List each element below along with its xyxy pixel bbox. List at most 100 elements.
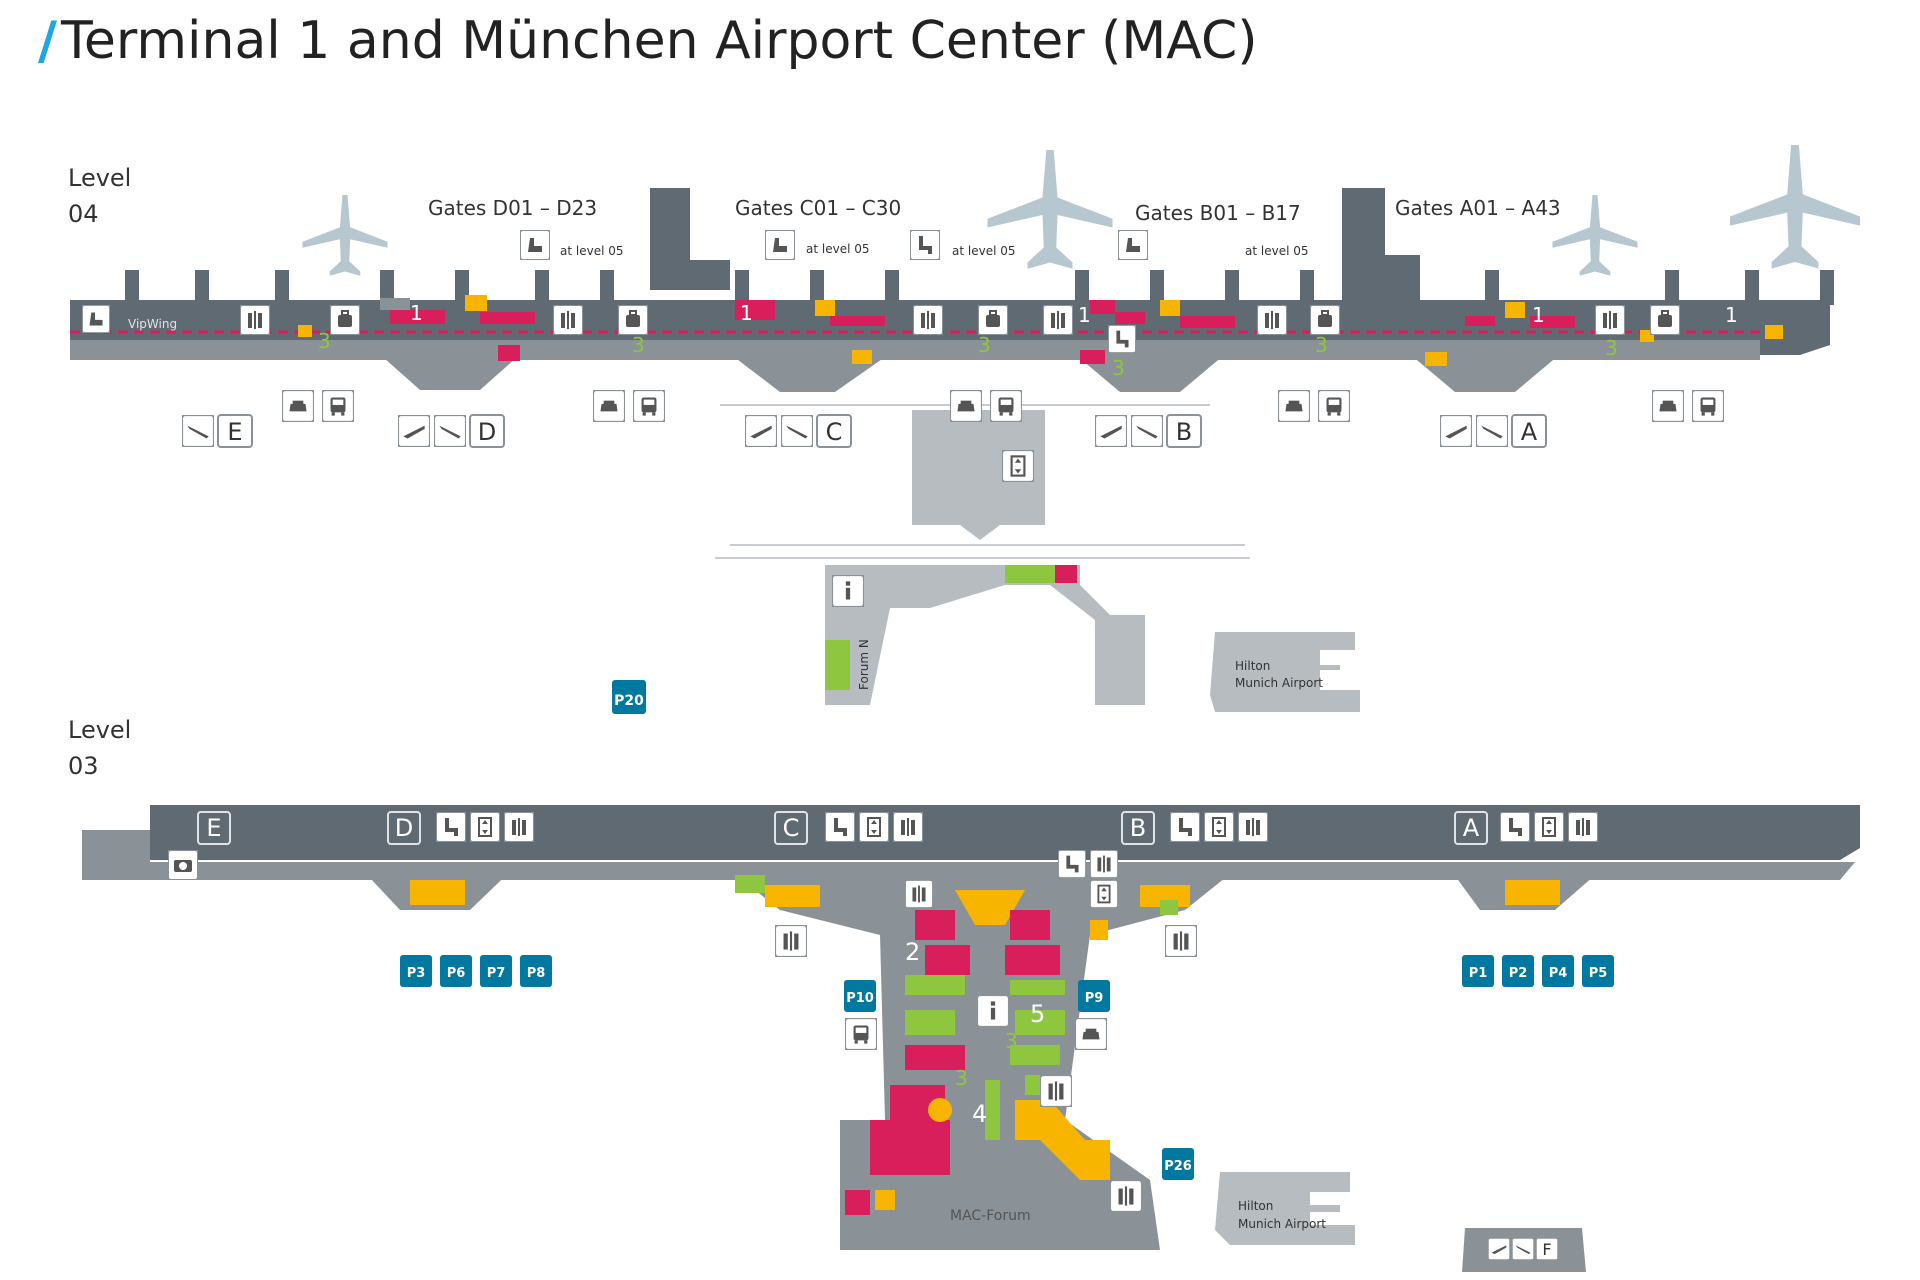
plane-arrival-icon: [434, 415, 466, 447]
bus-icon: [1692, 390, 1724, 422]
module-e-label: E: [227, 418, 242, 446]
at-level-05-label: at level 05: [1245, 244, 1309, 258]
parking-p20-label: P20: [614, 693, 644, 709]
number-label: 1: [1078, 303, 1091, 327]
plane-icon: [302, 195, 388, 276]
parking-label: P4: [1549, 966, 1568, 981]
wheelchair-icon: [436, 812, 466, 842]
parking-label: P8: [527, 966, 546, 981]
plane-arrival-icon: [1131, 415, 1163, 447]
info-icon: [832, 575, 864, 607]
title-slash: /: [38, 11, 57, 71]
luggage-icon: [1650, 305, 1680, 335]
number-label: 4: [972, 1100, 987, 1128]
level-03-map: E D C B A: [82, 805, 1860, 1272]
gates-c-label: Gates C01 – C30: [735, 196, 901, 220]
luggage-icon: [978, 305, 1008, 335]
gates-b-label: Gates B01 – B17: [1135, 201, 1301, 225]
restroom-icon: [1238, 812, 1268, 842]
bus-icon: [1318, 390, 1350, 422]
elevator-icon: [859, 812, 889, 842]
pier-edge: [82, 830, 1855, 880]
restroom-icon: [1568, 812, 1598, 842]
number-label: 2: [905, 938, 920, 966]
bus-icon: [990, 390, 1022, 422]
number-label: 3: [1315, 333, 1328, 357]
module-e-badge: [217, 414, 253, 448]
parking-badge: [440, 955, 472, 987]
parking-badge: [1582, 955, 1614, 987]
forum-n-building: [825, 565, 1145, 705]
number-label: 3: [1605, 336, 1618, 360]
elevator-icon: [1002, 450, 1034, 482]
car-icon: [593, 390, 625, 422]
restroom-icon: [893, 812, 923, 842]
parking-badge: [480, 955, 512, 987]
restroom-icon: [1110, 1180, 1142, 1212]
module-b-badge: [1166, 414, 1202, 448]
central-hub: [912, 410, 1045, 540]
forum-n-label: Forum N: [857, 639, 871, 690]
wheelchair-icon: [825, 812, 855, 842]
pier-level-03: [150, 805, 1860, 860]
number-label: 1: [740, 301, 753, 325]
module-e-label: E: [206, 814, 221, 842]
gates-d-label: Gates D01 – D23: [428, 196, 597, 220]
bus-icon: [633, 390, 665, 422]
wheelchair-icon: [1058, 850, 1086, 878]
number-label: 1: [1725, 303, 1738, 327]
plane-departure-icon: [1488, 1238, 1510, 1260]
parking-p20-badge: [612, 680, 646, 714]
gate-fingers: [125, 188, 1834, 305]
hilton-label: Munich Airport: [1238, 1217, 1326, 1231]
wheelchair-icon: [1500, 812, 1530, 842]
module-f-badge: [1535, 1237, 1559, 1261]
lounge-icon: [1118, 230, 1148, 260]
restroom-icon: [504, 812, 534, 842]
bus-icon: [322, 390, 354, 422]
luggage-icon: [330, 305, 360, 335]
luggage-icon: [618, 305, 648, 335]
wheelchair-icon: [1108, 325, 1136, 353]
number-label: 3: [632, 333, 645, 357]
plane-arrival-icon: [182, 415, 214, 447]
plane-icon: [1552, 195, 1638, 276]
module-c-label: C: [783, 814, 800, 842]
luggage-icon: [1310, 305, 1340, 335]
plane-arrival-icon: [781, 415, 813, 447]
number-label: 3: [1112, 356, 1125, 380]
car-icon: [1278, 390, 1310, 422]
number-label: 3: [955, 1066, 968, 1090]
module-badges-level-03: E D C B A: [197, 811, 1488, 845]
restroom-icon: [775, 925, 807, 957]
lounge-icon: [520, 230, 550, 260]
mac-forum-label: MAC-Forum: [950, 1208, 1031, 1224]
restroom-icon: [553, 305, 583, 335]
module-a-badge: [1511, 414, 1547, 448]
restroom-icon: [913, 305, 943, 335]
info-icon: [977, 995, 1009, 1027]
level-03-label: Level 03: [68, 716, 132, 780]
lounge-icon: [82, 305, 110, 333]
module-d-label: D: [478, 418, 496, 446]
parking-badge: [1502, 955, 1534, 987]
module-f-label: F: [1542, 1240, 1551, 1259]
parking-label: P9: [1085, 991, 1104, 1006]
wheelchair-icon: [910, 230, 940, 260]
number-label: 5: [1030, 1000, 1045, 1028]
shops-level-04: [298, 295, 1783, 366]
restroom-icon: [1595, 305, 1625, 335]
plane-departure-icon: [1440, 415, 1472, 447]
elevator-icon: [1534, 812, 1564, 842]
plane-departure-icon: [745, 415, 777, 447]
plane-departure-icon: [1095, 415, 1127, 447]
restroom-icon: [1043, 305, 1073, 335]
baby-icon: [1090, 850, 1118, 878]
car-icon: [1075, 1018, 1107, 1050]
parking-badge: [844, 980, 876, 1012]
parking-label: P1: [1469, 966, 1488, 981]
elevator-icon: [470, 812, 500, 842]
module-a-label: A: [1463, 814, 1480, 842]
parking-badge: [520, 955, 552, 987]
